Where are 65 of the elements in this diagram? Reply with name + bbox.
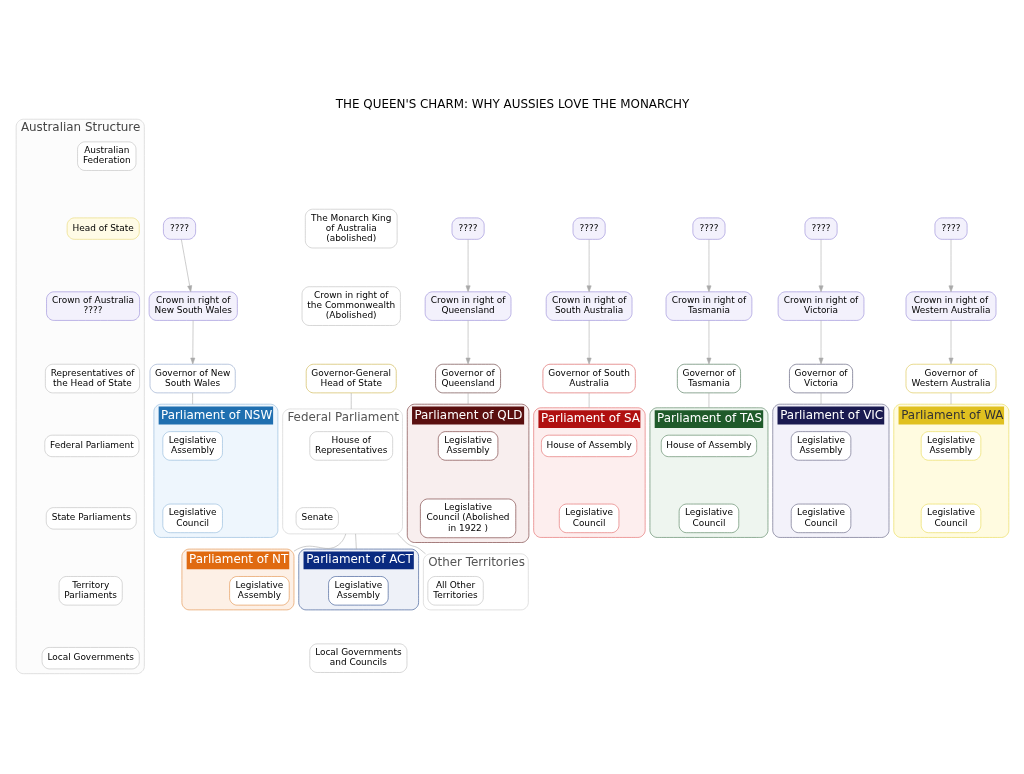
node-box: Senate	[295, 506, 339, 529]
node-box: Governor of Tasmania	[676, 363, 741, 393]
arrow	[818, 238, 823, 292]
arrow	[586, 319, 591, 364]
connector	[396, 533, 426, 554]
arrow	[948, 319, 953, 364]
node-box: Representatives of the Head of State	[44, 363, 140, 393]
node-box: ????	[692, 217, 725, 240]
node-box: House of Representatives	[309, 430, 393, 461]
connector	[350, 392, 352, 409]
node-box: Legislative Assembly	[327, 575, 388, 605]
node-box: Australian Federation	[76, 141, 136, 171]
node-box: All Other Territories	[427, 575, 484, 605]
node-box: Federal Parliament	[43, 434, 139, 457]
node-box: Territory Parliaments	[58, 575, 123, 605]
node-box: Legislative Assembly	[437, 430, 498, 461]
node-box: Crown in right of Western Australia	[905, 291, 996, 321]
arrow	[948, 238, 953, 292]
node-box: Legislative Assembly	[920, 430, 981, 461]
node-box: Crown in right of the Commonwealth (Abolished)	[301, 285, 401, 326]
arrow	[586, 238, 591, 292]
arrow	[180, 238, 192, 292]
node-box: Legislative Council	[920, 503, 981, 533]
diagram-title: THE QUEEN'S CHARM: WHY AUSSIES LOVE THE MONARCHY	[335, 96, 689, 111]
node-box: Governor-General Head of State	[305, 363, 397, 393]
node-box: Legislative Assembly	[790, 430, 851, 461]
node-box: Governor of Western Australia	[905, 363, 996, 393]
node-box: State Parliaments	[45, 506, 137, 529]
node-box: Head of State	[66, 217, 140, 240]
node-box: ????	[572, 217, 605, 240]
arrow	[818, 319, 823, 364]
arrow	[465, 238, 470, 292]
node-box: Local Governments and Councils	[309, 643, 407, 673]
node-box: Legislative Council	[558, 503, 619, 533]
arrow	[706, 238, 711, 292]
node-box: Legislative Council	[790, 503, 851, 533]
arrow	[706, 319, 711, 364]
node-box: Legislative Assembly	[228, 575, 290, 605]
node-box: ????	[162, 217, 196, 240]
node-box: ????	[934, 217, 967, 240]
node-box: Crown in right of Queensland	[424, 291, 511, 321]
node-box: Legislative Council	[162, 503, 223, 533]
node-box: House of Assembly	[540, 434, 637, 457]
node-box: The Monarch King of Australia (abolished)	[304, 208, 397, 248]
node-box: House of Assembly	[660, 434, 757, 457]
node-box: Crown in right of New South Wales	[148, 291, 238, 321]
node-box: ????	[804, 217, 837, 240]
node-box: Governor of South Australia	[542, 363, 636, 393]
node-box: Governor of New South Wales	[149, 363, 236, 393]
node-box: Crown in right of Tasmania	[665, 291, 752, 321]
node-box: Legislative Council (Abolished in 1922 )	[419, 498, 516, 538]
connector	[191, 392, 193, 404]
node-box: Crown of Australia ????	[45, 291, 140, 321]
arrow	[465, 319, 470, 364]
node-box: Legislative Council	[678, 503, 739, 533]
node-box: Governor of Victoria	[788, 363, 853, 393]
node-box: Local Governments	[41, 646, 140, 669]
node-box: Crown in right of Victoria	[777, 291, 864, 321]
arrow	[189, 319, 195, 364]
connector	[354, 533, 357, 549]
node-box: Crown in right of South Australia	[545, 291, 632, 321]
node-box: Legislative Assembly	[162, 430, 223, 461]
node-box: Governor of Queensland	[434, 363, 501, 393]
connector	[293, 533, 346, 551]
node-box: ????	[451, 217, 484, 240]
